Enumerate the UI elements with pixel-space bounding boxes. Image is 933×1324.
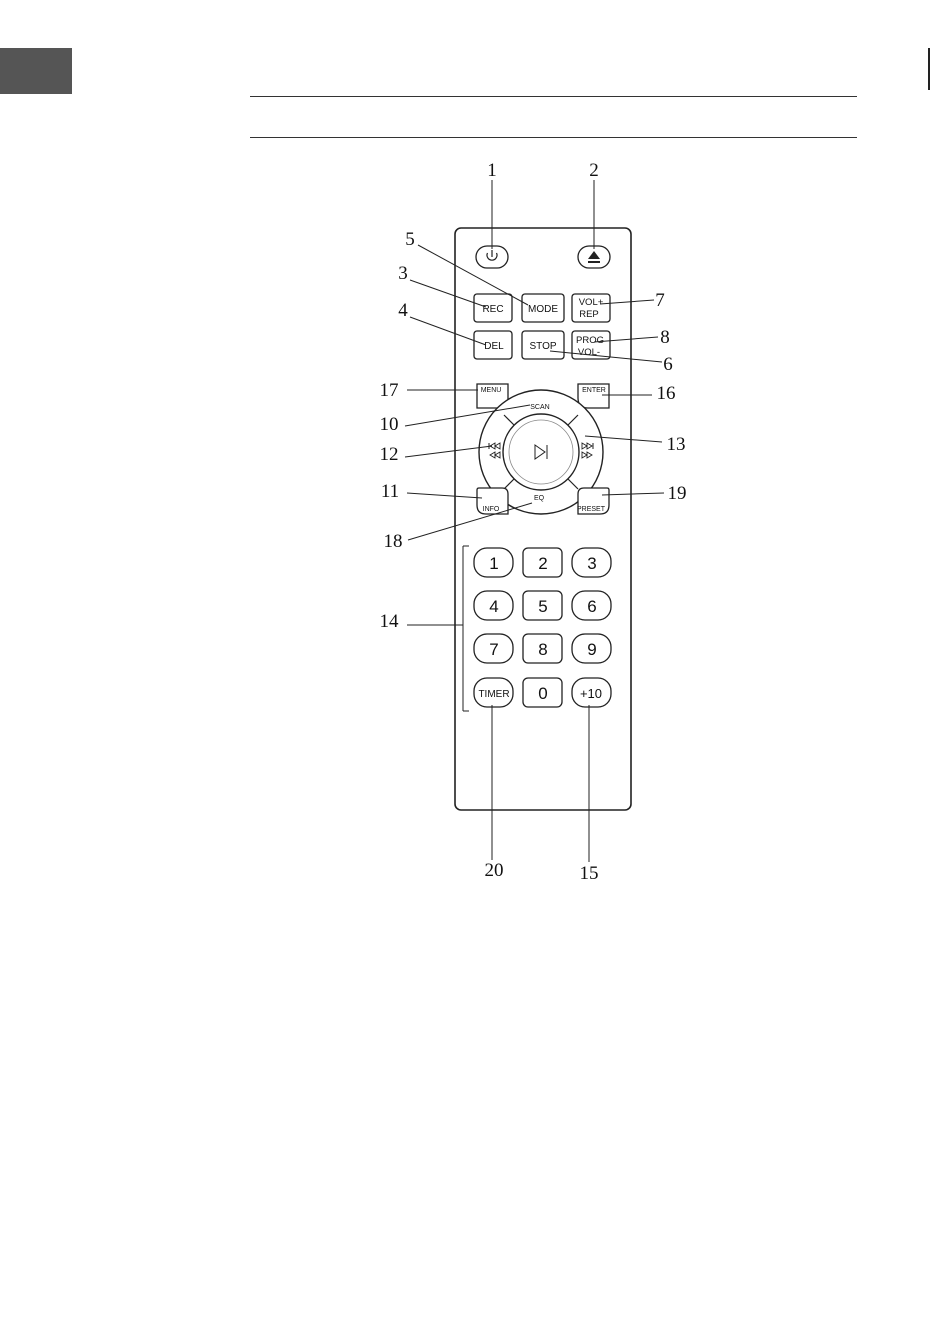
callout-11: 11 (381, 481, 399, 502)
key-1[interactable]: 1 (474, 548, 513, 577)
preset-button[interactable]: PRESET (577, 488, 609, 514)
power-button[interactable] (476, 246, 508, 268)
callout-20: 20 (485, 860, 504, 881)
vol-down-label: VOL- (578, 347, 600, 358)
del-button[interactable]: DEL (474, 331, 512, 359)
key-2-label: 2 (538, 554, 547, 573)
stop-label: STOP (529, 341, 556, 352)
enter-label: ENTER (582, 387, 606, 394)
key-5[interactable]: 5 (523, 591, 562, 620)
key-9[interactable]: 9 (572, 634, 611, 663)
key-0[interactable]: 0 (523, 678, 562, 707)
key-4-label: 4 (489, 597, 498, 616)
rec-button[interactable]: REC (474, 294, 512, 322)
mode-label: MODE (528, 304, 558, 315)
key-3-label: 3 (587, 554, 596, 573)
plus-ten-button[interactable]: +10 (572, 678, 611, 707)
callout-14: 14 (380, 611, 400, 632)
key-3[interactable]: 3 (572, 548, 611, 577)
del-label: DEL (484, 341, 504, 352)
callout-12: 12 (380, 444, 399, 465)
key-6[interactable]: 6 (572, 591, 611, 620)
eject-button[interactable] (578, 246, 610, 268)
callout-2: 2 (589, 160, 599, 181)
key-0-label: 0 (538, 684, 547, 703)
info-label: INFO (483, 506, 500, 513)
key-1-label: 1 (489, 554, 498, 573)
callout-16: 16 (657, 383, 676, 404)
play-pause-button[interactable] (503, 414, 579, 490)
vol-up-label: VOL+ (579, 297, 604, 308)
callout-15: 15 (580, 863, 599, 884)
eq-label: EQ (534, 495, 545, 502)
rec-label: REC (482, 304, 503, 315)
callout-17: 17 (380, 380, 399, 401)
callout-5: 5 (405, 229, 415, 250)
callout-18: 18 (384, 531, 403, 552)
mode-button[interactable]: MODE (522, 294, 564, 322)
timer-label: TIMER (478, 689, 509, 700)
key-7[interactable]: 7 (474, 634, 513, 663)
plus-ten-label: +10 (580, 686, 602, 701)
key-8-label: 8 (538, 640, 547, 659)
callout-1: 1 (487, 160, 497, 181)
key-8[interactable]: 8 (523, 634, 562, 663)
key-6-label: 6 (587, 597, 596, 616)
prog-label: PROG (576, 335, 604, 346)
callout-13: 13 (667, 434, 686, 455)
callout-4: 4 (398, 300, 408, 321)
key-9-label: 9 (587, 640, 596, 659)
preset-label: PRESET (577, 506, 606, 513)
vol-up-rep-button[interactable]: VOL+ REP (572, 294, 610, 322)
key-4[interactable]: 4 (474, 591, 513, 620)
key-2[interactable]: 2 (523, 548, 562, 577)
rep-label: REP (579, 309, 599, 320)
key-7-label: 7 (489, 640, 498, 659)
scan-label: SCAN (530, 404, 549, 411)
key-5-label: 5 (538, 597, 547, 616)
timer-button[interactable]: TIMER (474, 678, 513, 707)
callout-19: 19 (668, 483, 687, 504)
info-button[interactable]: INFO (477, 488, 508, 514)
enter-button[interactable]: ENTER (578, 384, 609, 408)
callout-8: 8 (660, 327, 670, 348)
callout-3: 3 (398, 263, 408, 284)
stop-button[interactable]: STOP (522, 331, 564, 359)
callout-10: 10 (380, 414, 399, 435)
callout-7: 7 (655, 290, 665, 311)
callout-6: 6 (663, 354, 673, 375)
menu-label: MENU (481, 387, 502, 394)
